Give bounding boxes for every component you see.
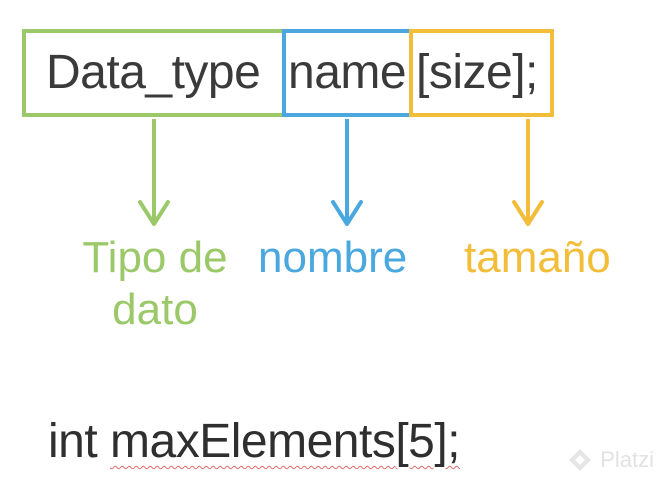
- example-declaration: int maxElements[5];: [48, 412, 461, 472]
- label-data-type: Tipo de dato: [70, 232, 240, 336]
- example-identifier: maxElements[5];: [110, 415, 460, 468]
- syntax-size: [size];: [416, 46, 538, 99]
- arrow-type: [138, 119, 170, 226]
- label-data-type-line1: Tipo de: [82, 233, 228, 282]
- watermark-text: Platzi: [600, 447, 654, 472]
- example-suffix: [5];: [395, 415, 461, 468]
- label-name: nombre: [258, 233, 408, 282]
- size-box: [409, 29, 554, 117]
- platzi-watermark: Platzi: [566, 446, 654, 474]
- example-keyword: int: [48, 415, 98, 468]
- syntax-data-type: Data_type: [46, 46, 261, 99]
- arrow-size: [512, 119, 544, 226]
- syntax-name: name: [288, 46, 407, 99]
- label-size: tamaño: [464, 233, 611, 282]
- label-data-type-line2: dato: [112, 285, 198, 334]
- arrow-name: [331, 119, 363, 226]
- platzi-logo-icon: [569, 449, 592, 471]
- example-identifier-text: maxElements: [110, 415, 396, 468]
